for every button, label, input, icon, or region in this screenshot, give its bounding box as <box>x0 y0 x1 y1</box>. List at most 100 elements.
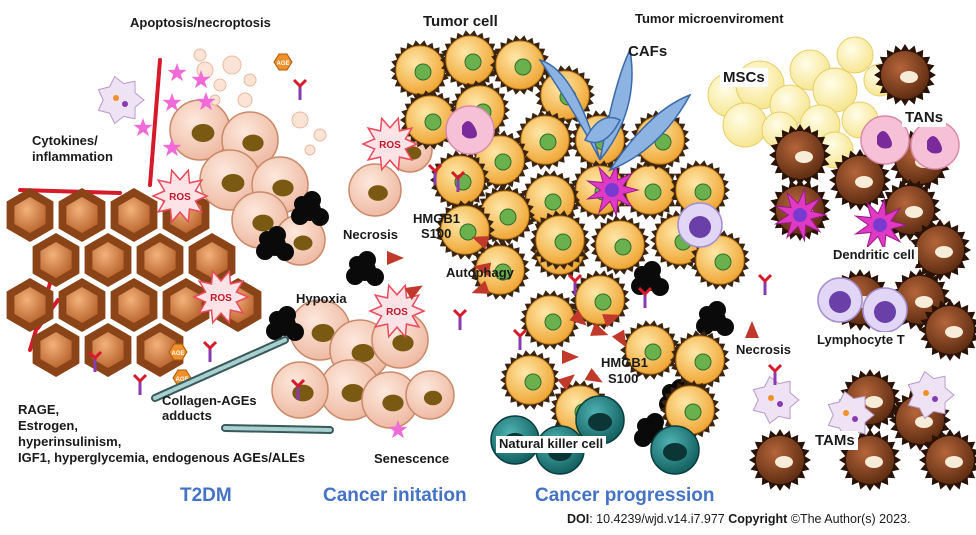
pink-cell-nucleus <box>293 235 313 251</box>
tan-nucleus <box>462 121 477 139</box>
tumor-nucleus <box>464 53 482 71</box>
nk-nucleus <box>588 413 612 431</box>
ros-label: ROS <box>169 192 191 203</box>
rage-label-line2: Estrogen, <box>18 418 78 433</box>
red-arrow <box>404 285 423 301</box>
necrotic-debris <box>366 268 384 286</box>
pink-cell-nucleus <box>191 124 215 142</box>
tam-granule <box>768 395 774 401</box>
tams-label: TAMs <box>812 431 858 451</box>
hexagon-core <box>40 332 72 368</box>
tumor-nucleus <box>414 63 432 81</box>
tam-granule <box>843 410 849 416</box>
macrophage-nucleus <box>775 456 793 468</box>
tam-granule <box>113 95 119 101</box>
tumor-nucleus <box>514 58 532 76</box>
pink-star <box>196 92 216 111</box>
tam-cell <box>827 390 875 440</box>
red-arrow <box>387 251 404 265</box>
tumor-nucleus <box>539 133 557 151</box>
necrotic-debris <box>286 323 304 341</box>
macrophage-nucleus <box>945 456 963 468</box>
rage-receptor-head <box>637 286 653 297</box>
apoptotic-bubble <box>193 48 207 62</box>
red-arrow <box>471 280 490 294</box>
rage-receptor-head <box>767 363 783 374</box>
tam-cell <box>752 375 800 425</box>
tam-granule <box>932 396 938 402</box>
macrophage-nucleus <box>855 176 873 188</box>
section-cancer-initiation: Cancer initation <box>323 485 467 506</box>
macrophage-nucleus <box>915 416 933 428</box>
pink-star <box>133 118 153 137</box>
necrotic-debris <box>637 418 653 434</box>
tumor-nucleus <box>554 233 572 251</box>
age-tag-label: AGE <box>276 61 289 67</box>
macrophage-nucleus <box>935 246 953 258</box>
rage-label-line4: IGF1, hyperglycemia, endogenous AGEs/ALE… <box>18 450 306 465</box>
red-arrow <box>602 314 621 328</box>
tam-cell <box>907 370 955 420</box>
lymphocyte-nucleus <box>829 291 851 313</box>
hexagon-core <box>118 197 150 233</box>
tumor-nucleus <box>644 343 662 361</box>
necrotic-debris <box>269 311 285 327</box>
tans-label: TANs <box>902 108 947 128</box>
rage-receptor-head <box>757 273 773 284</box>
rage-receptor-head <box>450 170 466 181</box>
age-tag-label: AGE <box>171 351 184 357</box>
macrophage-nucleus <box>915 296 933 308</box>
apoptotic-bubble <box>291 111 309 129</box>
msc-cell <box>722 102 768 148</box>
tumor-nucleus <box>494 153 512 171</box>
ros-label: ROS <box>386 307 408 318</box>
pink-star <box>191 70 211 89</box>
pink-cell-nucleus <box>272 179 294 197</box>
pink-star <box>162 138 182 157</box>
hexagon-core <box>144 332 176 368</box>
pink-cell-nucleus <box>292 384 314 402</box>
tumor-nucleus <box>644 183 662 201</box>
tumor-nucleus <box>714 253 732 271</box>
cafs-label: CAFs <box>628 43 668 60</box>
hexagon-core <box>144 242 176 278</box>
s100-label-upper: S100 <box>421 226 452 241</box>
tumor-nucleus <box>494 263 512 281</box>
tumor-nucleus <box>459 223 477 241</box>
necrotic-debris <box>716 318 734 336</box>
hmgb1-label-lower: HMGB1 <box>601 355 648 370</box>
apoptotic-bubble <box>237 92 253 108</box>
tan-nucleus <box>927 136 942 154</box>
rage-receptor-head <box>427 163 443 174</box>
tam-granule <box>122 101 128 107</box>
collagen-label-line1: Collagen-AGEs <box>162 393 257 408</box>
red-arrow <box>562 350 579 364</box>
collagen-rod-stripe <box>153 338 287 400</box>
tumor-nucleus <box>694 183 712 201</box>
pink-star <box>167 63 187 82</box>
necrotic-debris <box>259 231 275 247</box>
collagen-label-line2: adducts <box>162 408 212 423</box>
age-tag <box>273 53 293 71</box>
necrosis-label-left: Necrosis <box>340 227 401 244</box>
tam-granule <box>923 390 929 396</box>
red-arrow <box>473 262 492 277</box>
tumor-nucleus <box>499 208 517 226</box>
pink-cell-nucleus <box>423 390 443 406</box>
macrophage-nucleus <box>945 326 963 338</box>
pink-cell-nucleus <box>351 344 375 362</box>
tam-granule <box>777 401 783 407</box>
doi-footer: DOI: 10.4239/wjd.v14.i7.977 Copyright ©T… <box>567 512 910 526</box>
hexagon-core <box>66 287 98 323</box>
necrotic-debris <box>276 243 294 261</box>
dendritic-nucleus <box>605 183 619 197</box>
cytokines-label-line2: inflammation <box>32 149 113 164</box>
necrotic-debris <box>634 266 650 282</box>
tumor-cell-label: Tumor cell <box>423 13 498 30</box>
age-tag-label: AGE <box>175 377 188 383</box>
rage-label-line3: hyperinsulinism, <box>18 434 122 449</box>
pink-cell-nucleus <box>368 185 388 201</box>
s100-label-lower: S100 <box>608 371 639 386</box>
rage-receptor-head <box>87 350 103 361</box>
pink-cell-nucleus <box>242 134 264 152</box>
